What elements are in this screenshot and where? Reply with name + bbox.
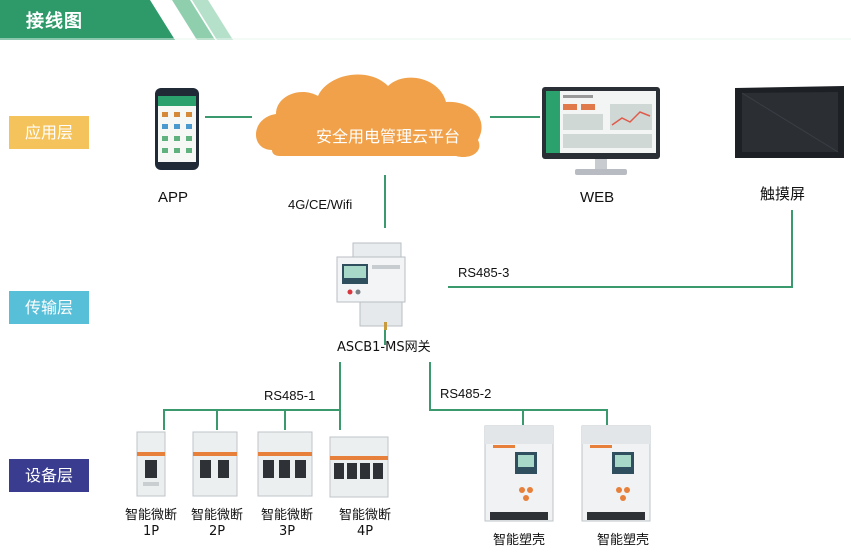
web-label: WEB [580, 189, 615, 206]
breaker-4p-icon [329, 436, 389, 498]
phone-icon [155, 88, 199, 170]
mccb-2-icon [581, 425, 651, 522]
gateway-label: ASCB1-MS网关 [337, 340, 431, 355]
rs485-3-label: RS485-3 [458, 265, 510, 280]
gateway-device-icon [336, 242, 406, 330]
touchscreen-icon [735, 86, 844, 158]
connection-lines [163, 116, 793, 430]
cloud-icon [255, 74, 482, 158]
rs485-2-label: RS485-2 [440, 386, 492, 401]
line-rs485-1 [163, 362, 341, 430]
header-banner [0, 0, 851, 40]
layer-label-application: 应用层 [9, 116, 89, 149]
layer-label-device: 设备层 [9, 459, 89, 492]
line-rs485-2 [429, 362, 608, 425]
cloud-platform-label: 安全用电管理云平台 [315, 127, 460, 146]
mccb-1-label: 智能塑壳 [492, 533, 545, 548]
breaker-1p-icon [136, 431, 166, 497]
layer-label-transmission: 传输层 [9, 291, 89, 324]
breaker-3p-icon [257, 431, 313, 497]
app-label: APP [158, 189, 189, 206]
line-rs485-3 [448, 210, 793, 288]
mccb-1-icon [484, 425, 554, 522]
mccb-2-label: 智能塑壳 [596, 533, 649, 548]
network-label: 4G/CE/Wifi [288, 197, 353, 212]
monitor-icon [542, 87, 660, 175]
touchscreen-label: 触摸屏 [760, 185, 806, 203]
rs485-1-label: RS485-1 [264, 388, 316, 403]
breaker-2p-icon [192, 431, 238, 497]
page-title: 接线图 [26, 11, 83, 31]
